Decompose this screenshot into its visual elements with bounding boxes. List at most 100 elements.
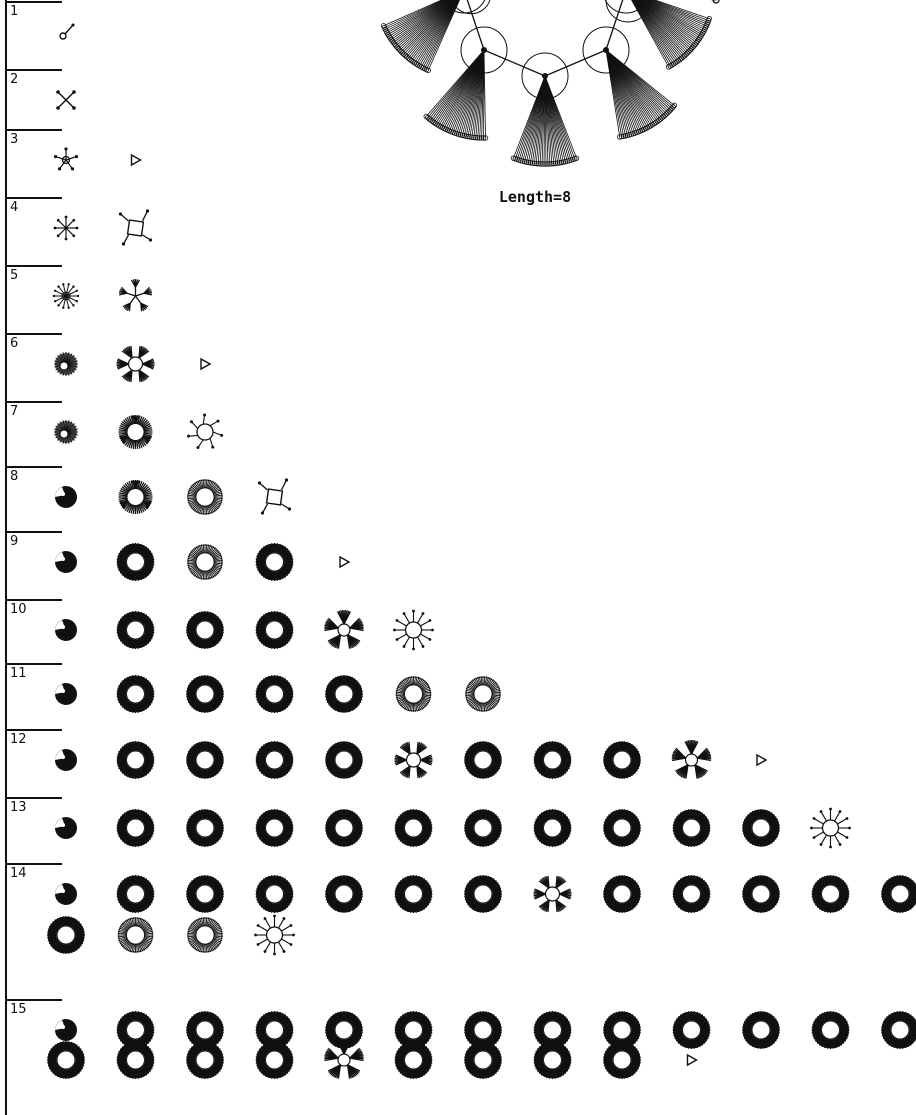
graph-glyph-fan6 xyxy=(395,742,433,778)
graph-glyph-ringdark xyxy=(325,741,363,779)
graph-glyph-burst xyxy=(53,283,79,309)
graph-glyph-ringlight xyxy=(118,917,154,953)
graph-glyph-ringlight xyxy=(187,479,223,515)
row-label: 1 xyxy=(10,4,18,19)
graph-glyph-ringdark xyxy=(742,809,780,847)
row-label: 9 xyxy=(10,534,18,549)
row-5: 5 xyxy=(6,266,152,311)
graph-glyph-tree5 xyxy=(119,279,152,311)
graph-glyph-ringfan xyxy=(119,415,153,449)
graph-glyph-ringdark xyxy=(186,875,224,913)
row-label: 5 xyxy=(10,268,18,283)
graph-glyph-ringdark xyxy=(673,875,711,913)
graph-glyph-ringdark xyxy=(603,741,641,779)
graph-glyph-ringdark xyxy=(256,675,294,713)
graph-edge xyxy=(464,0,484,50)
graph-glyph-square xyxy=(258,478,291,514)
graph-glyph-tri xyxy=(201,359,210,369)
graph-glyph-ringdark xyxy=(812,1011,850,1049)
graph-glyph-solid xyxy=(55,749,77,771)
graph-glyph-solid xyxy=(55,551,77,573)
row-label: 12 xyxy=(10,732,27,747)
row-label: 13 xyxy=(10,800,27,815)
graph-glyph-ringfan xyxy=(119,480,153,514)
graph-glyph-ringdark xyxy=(117,875,155,913)
row-9: 9 xyxy=(6,532,349,581)
graph-glyph-solid xyxy=(55,486,77,508)
graph-glyph-ringlight xyxy=(465,676,501,712)
graph-glyph-ringdark xyxy=(881,1011,916,1049)
graph-glyph-solid xyxy=(55,817,77,839)
row-label: 6 xyxy=(10,336,18,351)
row-label: 8 xyxy=(10,469,18,484)
row-6: 6 xyxy=(6,334,210,382)
row-14: 14 xyxy=(6,864,916,955)
graph-glyph-fan6 xyxy=(534,876,572,912)
graph-glyph-ringdark xyxy=(742,875,780,913)
graph-glyph-ringdark xyxy=(186,809,224,847)
graph-glyph-ringdark xyxy=(117,543,155,581)
graph-glyph-ringdark xyxy=(534,809,572,847)
graph-glyph-ringdark xyxy=(673,1011,711,1049)
graph-glyph-square xyxy=(119,209,152,245)
graph-glyph-ringdark xyxy=(117,675,155,713)
graph-glyph-ringlight xyxy=(187,917,223,953)
graph-glyph-tri xyxy=(757,755,766,765)
graph-glyph-fan4 xyxy=(672,740,711,779)
row-7: 7 xyxy=(6,402,223,449)
graph-glyph-fan4 xyxy=(324,610,363,649)
row-label: 3 xyxy=(10,132,18,147)
graph-glyph-ringdark xyxy=(881,875,916,913)
graph-glyph-ringlight xyxy=(396,676,432,712)
graph-glyph-stick xyxy=(60,24,75,40)
graph-glyph-solid xyxy=(55,883,77,905)
graph-glyph-ringdark xyxy=(256,875,294,913)
graph-glyph-ring10 xyxy=(810,808,851,849)
graph-glyph-ring10 xyxy=(254,915,295,956)
graph-glyph-ringdark xyxy=(742,1011,780,1049)
graph-glyph-ringdark xyxy=(325,875,363,913)
row-label: 11 xyxy=(10,666,27,681)
graph-glyph-ringdark xyxy=(325,809,363,847)
graph-glyph-tri xyxy=(340,557,349,567)
graph-glyph-solid xyxy=(55,619,77,641)
graph-glyph-ring7 xyxy=(187,414,223,449)
graph-glyph-solid xyxy=(55,683,77,705)
row-4: 4 xyxy=(6,198,152,246)
graph-glyph-ringlight xyxy=(187,544,223,580)
graph-glyph-star6 xyxy=(54,216,79,241)
graph-glyph-ringdark xyxy=(395,875,433,913)
graph-glyph-ringdark xyxy=(47,916,85,954)
graph-glyph-ringdark xyxy=(325,675,363,713)
row-2: 2 xyxy=(6,70,76,110)
row-label: 15 xyxy=(10,1002,27,1017)
graph-glyph-ringdark xyxy=(673,809,711,847)
graph-glyph-ringdark xyxy=(117,809,155,847)
row-3: 3 xyxy=(6,130,141,170)
graph-glyph-ringdark xyxy=(464,741,502,779)
graph-edge xyxy=(545,50,606,76)
graph-glyph-fan6 xyxy=(117,346,155,382)
row-12: 12 xyxy=(6,730,766,779)
graph-glyph-cross xyxy=(56,90,76,110)
row-15: 15 xyxy=(6,1000,916,1079)
graph-glyph-ringdark xyxy=(47,1041,85,1079)
graph-glyph-ringdark xyxy=(256,1041,294,1079)
graph-glyph-solid xyxy=(55,1019,77,1041)
row-label: 2 xyxy=(10,72,18,87)
graph-glyph-ringdark xyxy=(256,809,294,847)
row-10: 10 xyxy=(6,600,434,650)
graph-glyph-tri xyxy=(132,155,141,165)
graph-glyph-ringdark xyxy=(464,1041,502,1079)
graph-glyph-ringdark xyxy=(256,543,294,581)
graph-glyph-ringdark xyxy=(256,611,294,649)
graph-glyph-ball xyxy=(54,352,78,376)
row-8: 8 xyxy=(6,467,291,515)
graph-glyph-ringdark xyxy=(117,741,155,779)
length-caption: Length=8 xyxy=(499,188,571,206)
graph-glyph-ringdark xyxy=(603,875,641,913)
graph-glyph-ringdark xyxy=(603,1041,641,1079)
graph-glyph-ringdark xyxy=(603,809,641,847)
